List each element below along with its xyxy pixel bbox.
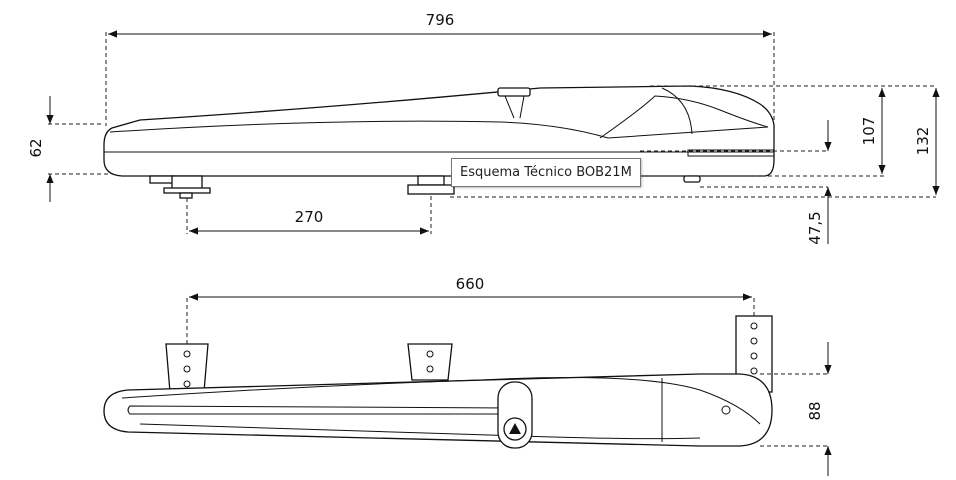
- side-view: 796 62 107 132 47,5 270: [27, 11, 940, 245]
- side-view-rib: [661, 87, 693, 135]
- dim-796: 796: [426, 11, 455, 29]
- dim-132: 132: [914, 127, 932, 156]
- right-foot: [683, 175, 701, 183]
- side-view-housing: [103, 85, 775, 177]
- release-knob-side: [497, 87, 531, 97]
- side-view-slot: [687, 149, 775, 157]
- top-view: 660 88: [103, 275, 832, 476]
- top-view-inner-curve-low: [139, 423, 701, 440]
- dim-107: 107: [860, 117, 878, 146]
- dim-88: 88: [806, 401, 824, 420]
- dim-62: 62: [27, 138, 45, 157]
- release-knob-icon: [509, 423, 521, 434]
- middle-mount-plate: [407, 343, 453, 381]
- left-shaft-flange: [163, 187, 211, 194]
- top-view-pivot-hole: [721, 405, 731, 415]
- dim-660: 660: [456, 275, 485, 293]
- dim-270: 270: [295, 208, 324, 226]
- dim-47-5: 47,5: [806, 211, 824, 244]
- middle-fixing-plate: [407, 184, 455, 195]
- middle-fixing: [417, 175, 445, 186]
- top-view-inner-curve: [121, 377, 761, 425]
- left-bracket: [149, 175, 175, 184]
- top-view-slot: [127, 405, 521, 415]
- side-view-cover-line: [109, 120, 769, 139]
- tooltip: Esquema Técnico BOB21M: [451, 158, 641, 187]
- side-view-upper-line: [599, 95, 769, 139]
- left-shaft-bolt: [179, 192, 193, 199]
- release-knob-stem: [504, 95, 525, 119]
